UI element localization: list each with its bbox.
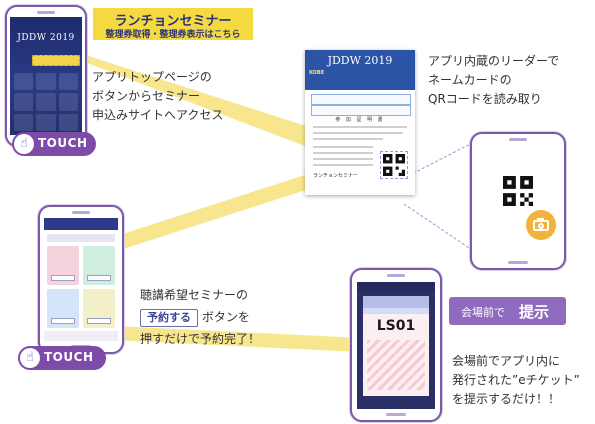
app-menu-grid xyxy=(14,73,78,131)
beam-app-to-card xyxy=(70,50,312,148)
app-title: JDDW 2019 xyxy=(17,33,75,43)
seminar-list-screen xyxy=(44,218,118,341)
bottom-nav[interactable] xyxy=(44,331,118,341)
phone-eticket: LS01 xyxy=(350,268,442,422)
app-top-screen: JDDW 2019 xyxy=(10,17,82,135)
name-card-kobe: KOBE xyxy=(309,70,325,76)
touch-label: TOUCH xyxy=(38,136,88,150)
step2-line: ネームカードの xyxy=(428,73,512,87)
menu-tile[interactable] xyxy=(36,113,56,131)
step3-line: 聴講希望セミナーの xyxy=(140,288,249,302)
qr-guide-bottom xyxy=(403,203,479,255)
seminar-card[interactable] xyxy=(83,246,115,285)
reserve-button[interactable] xyxy=(87,318,111,324)
eticket-screen: LS01 xyxy=(357,282,435,409)
banner-title: ランチョンセミナー xyxy=(114,14,232,29)
step1-caption: アプリトップページの ボタンからセミナー 申込みサイトへアクセス xyxy=(92,68,223,125)
menu-tile[interactable] xyxy=(58,113,78,131)
step3-line: 押すだけで予約完了！ xyxy=(140,332,261,346)
qr-guide-top xyxy=(403,139,479,179)
step1-line: ボタンからセミナー xyxy=(92,89,201,103)
menu-tile[interactable] xyxy=(36,73,56,91)
menu-tile[interactable] xyxy=(58,73,78,91)
reserve-button[interactable] xyxy=(51,318,75,324)
eticket-header xyxy=(357,282,435,292)
touch-badge-bottom: ☝ TOUCH xyxy=(18,346,106,370)
step3-line2: 予約する ボタンを xyxy=(140,306,260,328)
step2-line: アプリ内蔵のリーダーで xyxy=(428,54,560,68)
present-at-venue-tag: 会場前で 提示 xyxy=(449,297,566,325)
seminar-card[interactable] xyxy=(47,289,79,328)
phone-speaker xyxy=(72,211,90,214)
step4-line: 会場前でアプリ内に xyxy=(452,354,561,368)
step2-caption: アプリ内蔵のリーダーで ネームカードの QRコードを読み取り xyxy=(428,52,559,109)
menu-tile[interactable] xyxy=(14,73,34,91)
menu-tile[interactable] xyxy=(14,93,34,111)
venue-tag-prefix: 会場前で xyxy=(461,306,505,319)
menu-tile[interactable] xyxy=(14,113,34,131)
phone-home-bar xyxy=(508,261,528,264)
seminar-list-tabs[interactable] xyxy=(47,234,115,242)
name-card-header: JDDW 2019 KOBE xyxy=(305,50,415,90)
phone-speaker xyxy=(509,138,527,141)
step1-line: 申込みサイトへアクセス xyxy=(92,108,224,122)
touch-badge-top: ☝ TOUCH xyxy=(12,132,96,156)
eticket-card: LS01 xyxy=(363,296,429,396)
name-card-heading: 参 加 証 明 書 xyxy=(335,117,385,123)
hand-pointer-icon: ☝ xyxy=(20,348,40,368)
step3-caption: 聴講希望セミナーの 予約する ボタンを 押すだけで予約完了！ xyxy=(140,284,260,350)
reserve-button[interactable] xyxy=(51,275,75,281)
eticket-code: LS01 xyxy=(376,318,416,334)
seminar-card[interactable] xyxy=(83,289,115,328)
step2-line: QRコードを読み取り xyxy=(428,92,542,106)
touch-label: TOUCH xyxy=(44,350,94,364)
phone-speaker xyxy=(37,11,55,14)
reserve-button[interactable] xyxy=(87,275,111,281)
qr-code-icon xyxy=(380,151,408,179)
reserve-button-sample: 予約する xyxy=(140,309,198,327)
step4-line: を提示するだけ！！ xyxy=(452,392,561,406)
hand-pointer-icon: ☝ xyxy=(14,134,34,154)
affiliation-field xyxy=(311,105,411,116)
beam-card-to-list xyxy=(104,172,318,254)
seminar-card-grid xyxy=(47,246,115,328)
seminar-card[interactable] xyxy=(47,246,79,285)
phone-speaker xyxy=(387,274,405,277)
name-card-title: JDDW 2019 xyxy=(327,54,393,67)
step3-after: ボタンを xyxy=(198,310,250,324)
step1-line: アプリトップページの xyxy=(92,70,212,84)
name-card-seminar-label: ランチョンセミナー xyxy=(313,173,359,179)
menu-tile[interactable] xyxy=(36,93,56,111)
banner-subtitle: 整理券取得・整理券表示はこちら xyxy=(105,30,241,40)
step4-caption: 会場前でアプリ内に 発行された”eチケット” を提示するだけ！！ xyxy=(452,352,580,409)
phone-app-top: JDDW 2019 xyxy=(5,5,87,147)
camera-icon xyxy=(526,210,556,240)
phone-seminar-list xyxy=(38,205,124,354)
menu-tile[interactable] xyxy=(58,93,78,111)
seminar-list-header xyxy=(44,218,118,230)
name-card: JDDW 2019 KOBE 参 加 証 明 書 ランチョンセミナー xyxy=(305,50,415,195)
seminar-link-button[interactable] xyxy=(32,55,80,66)
luncheon-seminar-banner: ランチョンセミナー 整理券取得・整理券表示はこちら xyxy=(93,8,253,40)
phone-home-bar xyxy=(386,413,406,416)
qr-code-icon xyxy=(503,176,533,206)
phone-qr-reader xyxy=(470,132,566,270)
step4-line: 発行された”eチケット” xyxy=(452,373,580,387)
beam-list-to-ticket xyxy=(112,326,362,352)
venue-tag-action: 提示 xyxy=(519,303,550,321)
name-field xyxy=(311,94,411,105)
